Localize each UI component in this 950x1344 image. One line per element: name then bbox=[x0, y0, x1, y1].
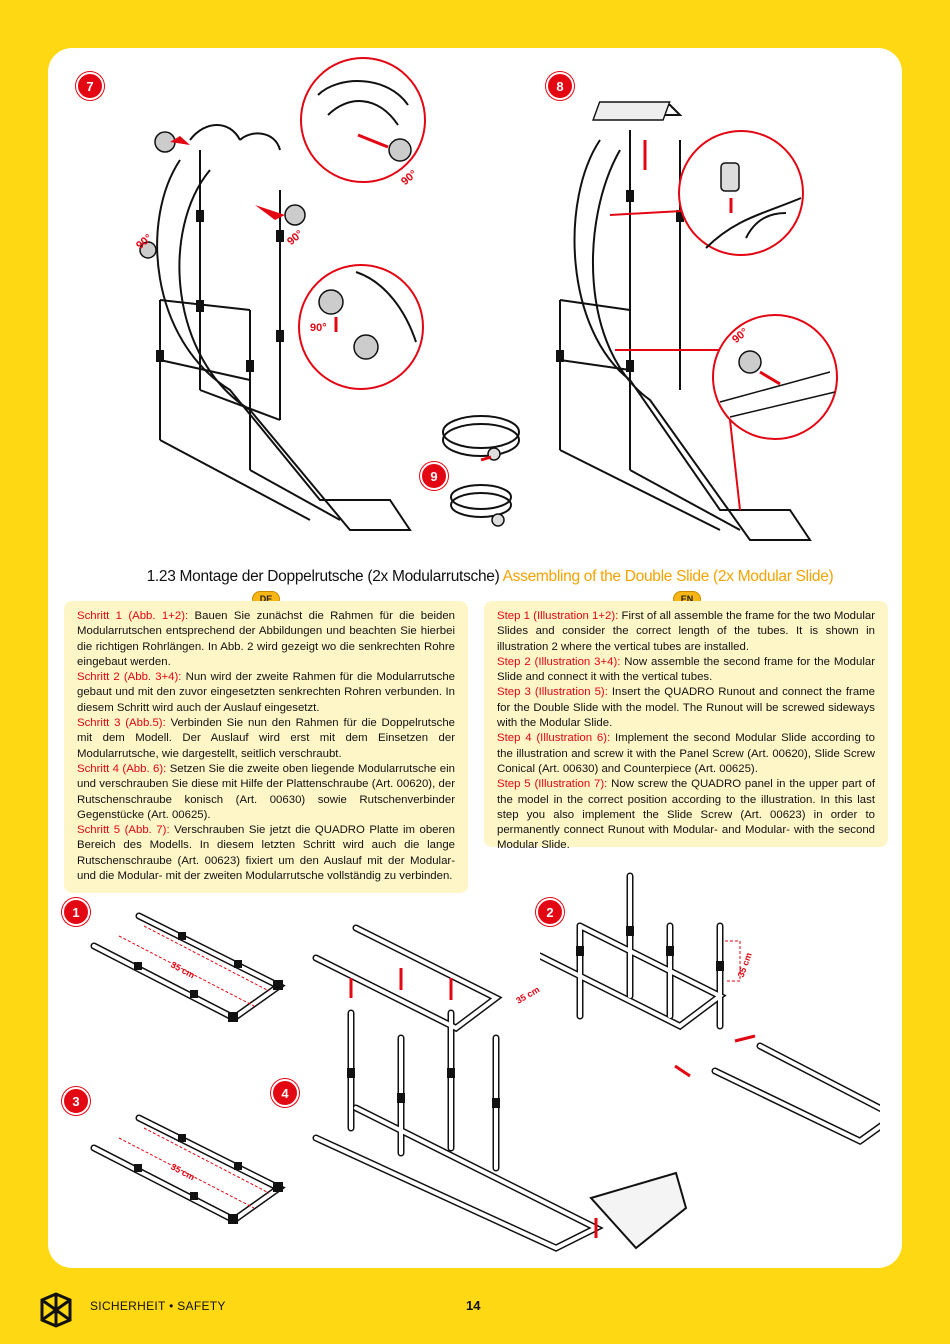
illustration-4-frame bbox=[312, 924, 688, 1252]
de-step-4: Schritt 4 (Abb. 6): Setzen Sie die zweit… bbox=[77, 762, 455, 821]
illustration-1-frame bbox=[90, 912, 286, 1023]
illustration-8-detail-top bbox=[678, 130, 804, 256]
illustration-8-slide-assembly bbox=[556, 101, 812, 541]
heading-en: Assembling of the Double Slide (2x Modul… bbox=[502, 568, 834, 585]
en-step-1: Step 1 (Illustration 1+2): First of all … bbox=[497, 610, 876, 653]
illustration-number-8: 8 bbox=[546, 72, 574, 100]
quadro-logo-icon bbox=[40, 1292, 72, 1328]
illustration-7-detail-mid bbox=[298, 264, 424, 390]
illustration-7-detail-top bbox=[300, 57, 426, 183]
en-step-4: Step 4 (Illustration 6): Implement the s… bbox=[497, 732, 875, 775]
illustration-3-frame bbox=[90, 1114, 286, 1225]
heading-de: 1.23 Montage der Doppelrutsche (2x Modul… bbox=[146, 568, 500, 585]
illustration-2-frame bbox=[540, 872, 880, 1146]
de-step-3: Schritt 3 (Abb.5): Verbinden Sie nun den… bbox=[77, 717, 456, 760]
instructions-de: Schritt 1 (Abb. 1+2): Bauen Sie zunächst… bbox=[64, 601, 468, 893]
section-heading: 1.23 Montage der Doppelrutsche (2x Modul… bbox=[100, 568, 880, 586]
illustration-number-9: 9 bbox=[420, 462, 448, 490]
page-number: 14 bbox=[466, 1298, 481, 1313]
illustration-number-3: 3 bbox=[62, 1087, 90, 1115]
en-step-2: Step 2 (Illustration 3+4): Now assemble … bbox=[497, 655, 875, 684]
de-step-5: Schritt 5 (Abb. 7): Verschrauben Sie jet… bbox=[77, 824, 455, 883]
illustration-7-slide-assembly bbox=[139, 124, 412, 531]
illustration-8-detail-bottom bbox=[712, 314, 838, 440]
illustration-number-1: 1 bbox=[62, 898, 90, 926]
illustration-number-2: 2 bbox=[536, 898, 564, 926]
en-step-5: Step 5 (Illustration 7): Now screw the Q… bbox=[497, 778, 876, 852]
hose-clamp-illustration bbox=[442, 415, 520, 527]
instructions-en: Step 1 (Illustration 1+2): First of all … bbox=[484, 601, 888, 851]
en-step-3: Step 3 (Illustration 5): Insert the QUAD… bbox=[497, 686, 875, 730]
de-step-2: Schritt 2 (Abb. 3+4): Nun wird der zweit… bbox=[77, 671, 455, 714]
de-step-1: Schritt 1 (Abb. 1+2): Bauen Sie zunächst… bbox=[77, 610, 455, 668]
footer-section-title: SICHERHEIT • SAFETY bbox=[90, 1299, 226, 1313]
angle-label-7d: 90° bbox=[310, 322, 327, 334]
illustration-number-7: 7 bbox=[76, 72, 104, 100]
illustration-number-4: 4 bbox=[271, 1079, 299, 1107]
